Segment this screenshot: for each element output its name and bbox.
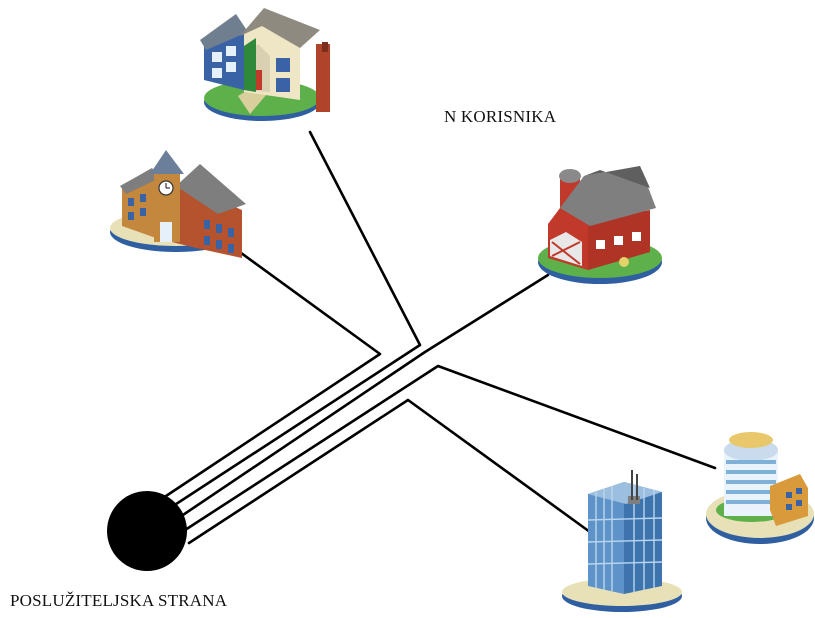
line-to-school <box>158 248 382 502</box>
barn-icon <box>538 166 662 284</box>
connection-lines <box>158 130 717 545</box>
office-tower-icon <box>706 432 814 544</box>
server-label: POSLUŽITELJSKA STRANA <box>10 591 228 610</box>
school-icon <box>110 150 246 258</box>
line-to-skyscraper <box>187 398 592 545</box>
skyscraper-icon <box>562 470 682 612</box>
line-to-house <box>165 130 422 512</box>
users-label: N KORISNIKA <box>444 107 557 126</box>
house-icon <box>200 8 330 121</box>
line-to-barn <box>172 273 550 523</box>
line-to-office-tower <box>180 364 717 534</box>
server-node <box>107 491 187 571</box>
